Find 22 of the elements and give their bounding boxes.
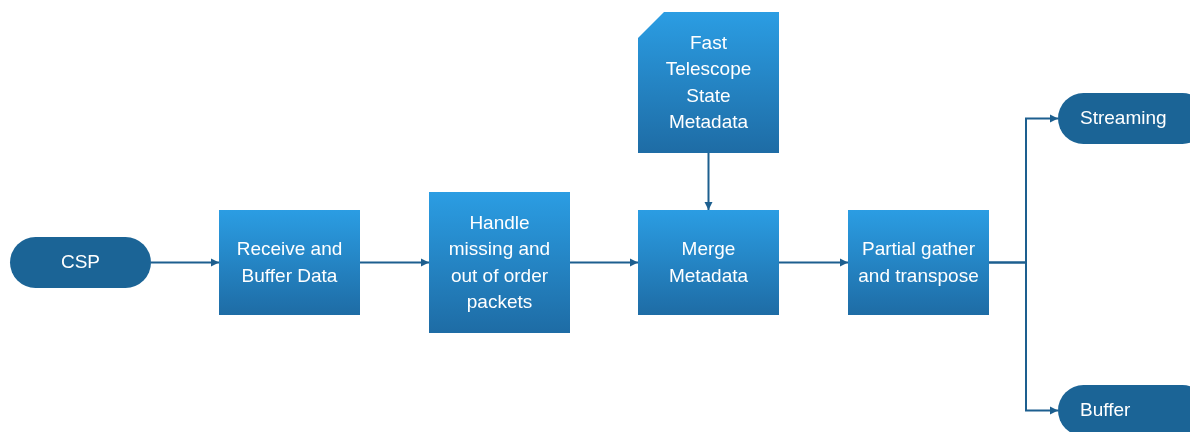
node-label: Partial gather and transpose bbox=[857, 237, 980, 288]
node-label: Merge Metadata bbox=[667, 237, 750, 288]
process-box bbox=[219, 210, 360, 315]
node-label: Buffer bbox=[1080, 398, 1131, 423]
process-box bbox=[848, 210, 989, 315]
arrow bbox=[359, 258, 430, 267]
process-box bbox=[638, 12, 779, 153]
node-label: Receive and Buffer Data bbox=[235, 237, 344, 288]
arrow bbox=[150, 258, 220, 267]
node-label: CSP bbox=[60, 250, 101, 275]
terminal-pill bbox=[10, 237, 151, 288]
process-box bbox=[429, 192, 570, 333]
node-label: Handle missing and out of order packets bbox=[447, 211, 552, 314]
node-label: Fast Telescope State Metadata bbox=[664, 31, 753, 134]
terminal-pill bbox=[1058, 385, 1190, 432]
arrow bbox=[704, 152, 713, 211]
process-box bbox=[638, 210, 779, 315]
arrow bbox=[569, 258, 639, 267]
arrow bbox=[778, 258, 849, 267]
terminal-pill bbox=[1058, 93, 1190, 144]
node-label: Streaming bbox=[1080, 106, 1167, 131]
arrow bbox=[988, 261, 1059, 415]
